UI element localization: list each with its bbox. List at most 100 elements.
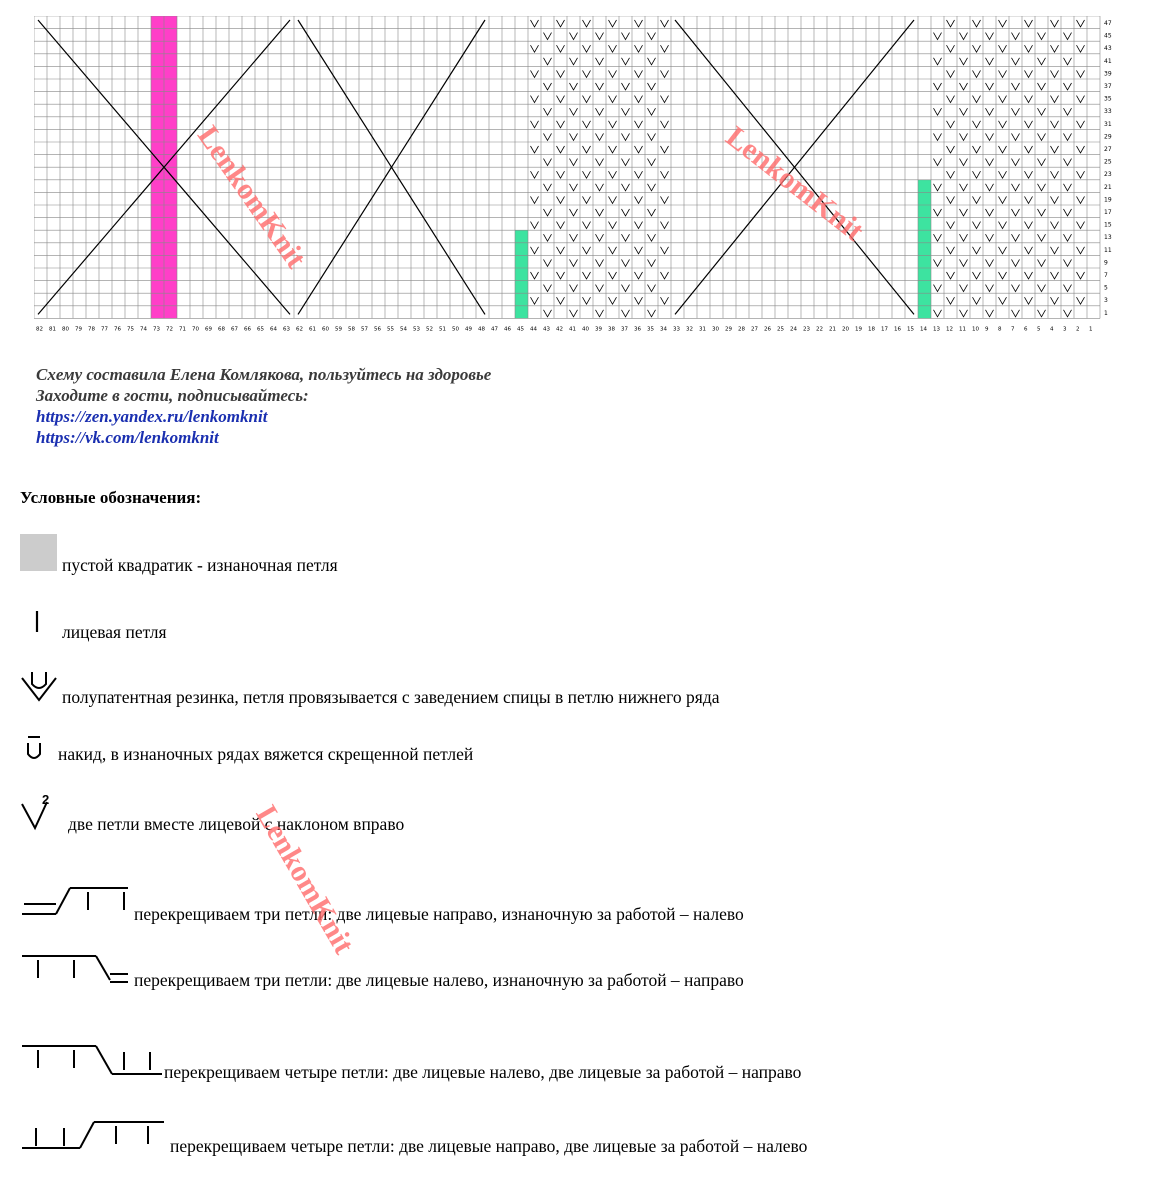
rib-symbol	[647, 208, 656, 217]
rib-symbol	[621, 82, 630, 91]
rib-symbol	[1063, 57, 1072, 66]
chart-grid: 4745434139373533312927252321191715131197…	[34, 16, 1112, 332]
column-number: 38	[608, 326, 615, 332]
rib-symbol	[1063, 259, 1072, 268]
rib-symbol	[946, 120, 955, 129]
column-number: 35	[647, 326, 654, 332]
rib-symbol	[946, 297, 955, 306]
rib-symbol	[530, 45, 539, 54]
vk-link[interactable]: https://vk.com/lenkomknit	[36, 428, 219, 447]
rib-symbol	[582, 196, 591, 205]
column-number: 9	[985, 326, 989, 332]
rib-symbol	[946, 145, 955, 154]
column-number: 49	[465, 326, 472, 332]
rib-symbol	[1011, 57, 1020, 66]
rib-symbol	[660, 45, 669, 54]
column-number: 42	[556, 326, 563, 332]
rib-symbol	[556, 95, 565, 104]
rib-symbol	[946, 45, 955, 54]
rib-symbol	[1050, 95, 1059, 104]
rib-symbol	[1024, 196, 1033, 205]
rib-symbol	[634, 145, 643, 154]
row-number: 9	[1104, 259, 1108, 266]
legend-text: перекрещиваем три петли: две лицевые нап…	[134, 904, 744, 924]
rib-symbol	[621, 57, 630, 66]
column-number: 63	[283, 326, 290, 332]
rib-symbol	[1050, 246, 1059, 255]
column-number: 43	[543, 326, 550, 332]
column-number: 15	[907, 326, 914, 332]
column-number: 69	[205, 326, 212, 332]
rib-symbol	[556, 70, 565, 79]
rib-symbol	[998, 120, 1007, 129]
rib-symbol	[1063, 158, 1072, 167]
column-number: 18	[868, 326, 875, 332]
rib-symbol	[647, 82, 656, 91]
rib-symbol	[1076, 196, 1085, 205]
column-number: 80	[62, 326, 69, 332]
zen-link[interactable]: https://zen.yandex.ru/lenkomknit	[36, 407, 268, 426]
rib-symbol	[634, 171, 643, 180]
rib-symbol	[569, 108, 578, 117]
rib-symbol	[530, 221, 539, 230]
rib-symbol	[556, 246, 565, 255]
rib-symbol	[985, 158, 994, 167]
rib-symbol	[543, 108, 552, 117]
rib-symbol	[1076, 19, 1085, 28]
rib-symbol	[582, 95, 591, 104]
rib-symbol	[582, 145, 591, 154]
rib-symbol	[621, 259, 630, 268]
rib-symbol	[972, 271, 981, 280]
rib-symbol	[1063, 284, 1072, 293]
column-number: 27	[751, 326, 758, 332]
rib-symbol	[647, 183, 656, 192]
rib-symbol	[985, 309, 994, 318]
rib-symbol	[1063, 108, 1072, 117]
rib-symbol	[972, 221, 981, 230]
rib-symbol	[933, 259, 942, 268]
rib-symbol	[660, 120, 669, 129]
rib-symbol	[933, 183, 942, 192]
column-number: 68	[218, 326, 225, 332]
rib-symbol	[1037, 32, 1046, 41]
column-number: 76	[114, 326, 121, 332]
rib-symbol	[1063, 82, 1072, 91]
rib-symbol	[1037, 284, 1046, 293]
rib-symbol	[582, 171, 591, 180]
rib-symbol	[1063, 309, 1072, 318]
column-number: 7	[1011, 326, 1015, 332]
cable-path	[163, 19, 291, 315]
rib-symbol	[647, 158, 656, 167]
rib-symbol	[959, 208, 968, 217]
rib-symbol	[569, 32, 578, 41]
legend-text: пустой квадратик - изнаночная петля	[62, 555, 338, 575]
column-number: 81	[49, 326, 56, 332]
column-number: 3	[1063, 326, 1067, 332]
rib-symbol	[608, 45, 617, 54]
rib-symbol	[998, 95, 1007, 104]
rib-symbol	[1076, 120, 1085, 129]
rib-symbol	[530, 145, 539, 154]
rib-symbol	[569, 309, 578, 318]
legend-text: накид, в изнаночных рядах вяжется скреще…	[58, 744, 474, 764]
rib-symbol	[1024, 171, 1033, 180]
rib-symbol	[530, 95, 539, 104]
rib-symbol	[998, 19, 1007, 28]
column-number: 34	[660, 326, 667, 332]
row-number: 15	[1104, 222, 1112, 229]
rib-symbol	[1024, 70, 1033, 79]
rib-symbol	[998, 196, 1007, 205]
column-number: 78	[88, 326, 95, 332]
row-number: 5	[1104, 285, 1108, 292]
rib-symbol	[933, 234, 942, 243]
rib-symbol	[543, 309, 552, 318]
rib-symbol	[660, 271, 669, 280]
rib-symbol	[946, 171, 955, 180]
rib-symbol	[608, 221, 617, 230]
rib-symbol	[595, 32, 604, 41]
column-number: 33	[673, 326, 680, 332]
rib-symbol	[660, 297, 669, 306]
rib-symbol	[556, 196, 565, 205]
rib-symbol	[634, 221, 643, 230]
column-number: 62	[296, 326, 303, 332]
